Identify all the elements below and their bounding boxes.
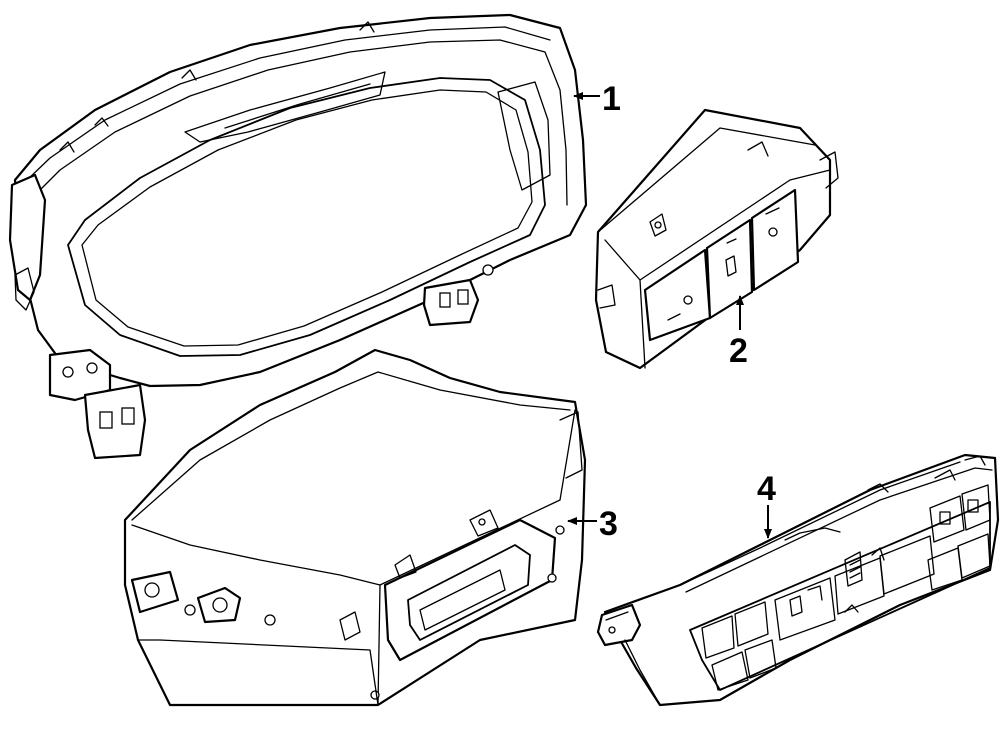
callout-number-1: 1 [602,80,621,118]
climate-control-panel [596,453,1000,707]
callout-number-3: 3 [599,505,618,543]
callout-3: 3 [567,505,618,543]
instrument-cluster-housing [8,13,588,460]
cluster-body [123,348,587,707]
callout-2: 2 [729,295,748,370]
callout-1: 1 [573,80,621,118]
callout-number-2: 2 [729,332,748,370]
callout-number-4: 4 [757,470,776,508]
callout-4: 4 [757,470,776,539]
switch-panel [594,108,839,370]
